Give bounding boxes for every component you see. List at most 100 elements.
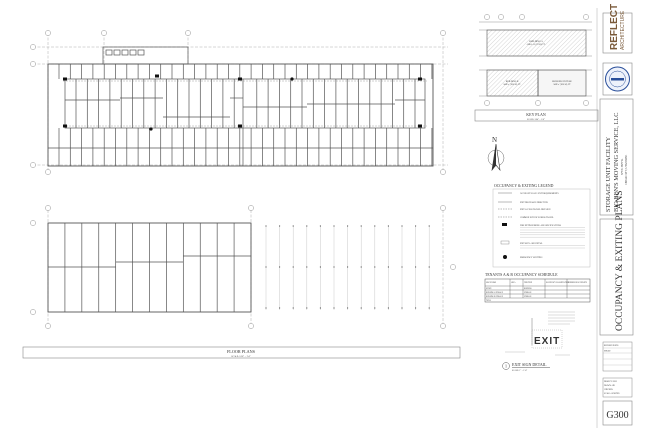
grid-bubble: [30, 220, 36, 226]
legend-item: FIRE EXTINGUISHER - SEE SPECIFICATIONS: [502, 223, 585, 238]
grid-bubble: [440, 169, 446, 175]
grid-bubble: [185, 30, 191, 36]
exit-sign-text: EXIT: [534, 336, 560, 347]
title-block: REFLECT ARCHITECTURE STORAGE UNIT FACILI…: [596, 4, 634, 428]
column-mark: [387, 307, 389, 309]
schedule-header: NUMBER OF OCCUPANTS: [568, 281, 587, 284]
column-mark: [387, 266, 389, 268]
grid-bubble: [248, 205, 254, 211]
legend-label: COMMON PATH OF EGRESS TRAVEL: [520, 216, 554, 219]
column-mark: [360, 266, 362, 268]
legend-item: EXIT ACCESS TRAVEL DISTANCE: [498, 208, 551, 211]
exit-sign-icon: [500, 240, 510, 245]
floor-plans-title: FLOOR PLANS: [227, 349, 256, 354]
key-building-a-label: BUILDING A: [529, 40, 543, 43]
column-mark: [333, 266, 335, 268]
column-mark: [428, 266, 430, 268]
schedule-cell: BUSINESS: [524, 288, 532, 290]
grid-bubble: [440, 323, 446, 329]
office-room: [105, 49, 113, 56]
svg-text:ISSUED: ISSUED: [604, 351, 611, 353]
lower-floor-plan: [30, 205, 456, 329]
sheet-title: OCCUPANCY & EXITING PLANS: [615, 191, 625, 332]
column-mark: [306, 266, 308, 268]
column-mark: [347, 266, 349, 268]
svg-text:N: N: [492, 136, 497, 144]
fire-extinguisher-icon: [63, 77, 67, 81]
column-mark: [306, 225, 308, 227]
client-name: BIG BEN'S MOVING SERVICE, LLC: [613, 113, 620, 212]
schedule-header: FUNCTION: [524, 282, 533, 284]
key-plan-title-box: [474, 109, 599, 122]
column-mark: [347, 307, 349, 309]
grid-bubble: [583, 100, 589, 106]
project-address-2: CEDAR CITY, UTAH 84721: [625, 154, 628, 185]
grid-bubble: [583, 14, 589, 20]
grid-bubble: [440, 205, 446, 211]
column-mark: [279, 225, 281, 227]
column-mark: [374, 225, 376, 227]
svg-text:ARCHITECTURE: ARCHITECTURE: [620, 10, 626, 50]
svg-text:DRAWN: AJK: DRAWN: AJK: [604, 384, 615, 387]
occupancy-legend: OCCUPANCY & EXITING LEGEND OCCUPANT LOAD…: [492, 184, 591, 268]
grid-bubble: [45, 30, 51, 36]
schedule-table: [484, 278, 591, 303]
column-mark: [319, 266, 321, 268]
column-mark: [415, 225, 417, 227]
office-room: [113, 49, 121, 56]
grid-bubble: [450, 264, 456, 270]
key-plan-title: KEY PLAN: [526, 112, 546, 117]
column-mark: [401, 225, 403, 227]
column-mark: [360, 225, 362, 227]
column-mark: [347, 225, 349, 227]
schedule-cell: BUILDING A STORAGE: [486, 291, 503, 294]
column-mark: [279, 266, 281, 268]
corridor: [64, 78, 426, 129]
grid-bubble: [484, 14, 490, 20]
grid-bubble: [30, 44, 36, 50]
key-building-future: [537, 69, 587, 97]
legend-item: COMMON PATH OF EGRESS TRAVEL: [498, 216, 554, 219]
upper-floor-plan: [30, 30, 448, 175]
key-building-b-area: AREA: 7,836 SQ. FT.: [503, 83, 521, 86]
column-mark: [265, 266, 267, 268]
schedule-cell: OFFICE: [486, 288, 492, 290]
column-mark: [292, 266, 294, 268]
column-mark: [319, 307, 321, 309]
schedule-title: TENANTS A & B OCCUPANCY SCHEDULE: [485, 273, 558, 277]
fire-extinguisher-icon: [502, 223, 507, 226]
svg-text:SCALE: AS NOTED: SCALE: AS NOTED: [604, 392, 620, 395]
legend-label: EMERGENCY LIGHTING: [520, 257, 543, 259]
grid-bubble: [30, 309, 36, 315]
office-room: [137, 49, 145, 56]
column-mark: [333, 225, 335, 227]
key-building-a-area: AREA: 15,672 SQ. FT.: [527, 43, 546, 46]
schedule-cell: STORAGE: [524, 295, 531, 298]
column-mark: [387, 225, 389, 227]
legend-label: FIRE EXTINGUISHER - SEE SPECIFICATIONS: [520, 224, 561, 227]
grid-bubble: [45, 205, 51, 211]
legend-item: EXIT SIGN - SEE DETAIL: [500, 240, 585, 249]
column-mark: [360, 307, 362, 309]
key-plan-scale: SCALE: 1/64" = 1'-0": [527, 118, 545, 121]
north-arrow-icon: N: [487, 136, 505, 172]
svg-text:CHECKED:: CHECKED:: [604, 389, 613, 391]
schedule-cell: BUILDING B STORAGE: [486, 295, 503, 298]
column-mark: [415, 266, 417, 268]
key-building-b-label: BUILDING B: [506, 81, 519, 83]
legend-label: EXIT DISCHARGE DIRECTION: [520, 201, 548, 204]
legend-label: EXIT SIGN - SEE DETAIL: [520, 242, 543, 245]
schedule-cell: TOTAL: [486, 299, 491, 302]
grid-bubble: [484, 100, 490, 106]
key-future-label: BUILDING FUTURE: [552, 81, 572, 83]
firm-logo: [602, 12, 633, 54]
column-mark: [333, 307, 335, 309]
grid-bubble: [535, 100, 541, 106]
fire-extinguisher-icon: [418, 77, 422, 81]
svg-text:REVISION DATES: REVISION DATES: [604, 344, 618, 347]
column-mark: [401, 307, 403, 309]
column-mark: [428, 225, 430, 227]
office-annex: [102, 46, 189, 65]
grid-bubble: [30, 61, 36, 67]
